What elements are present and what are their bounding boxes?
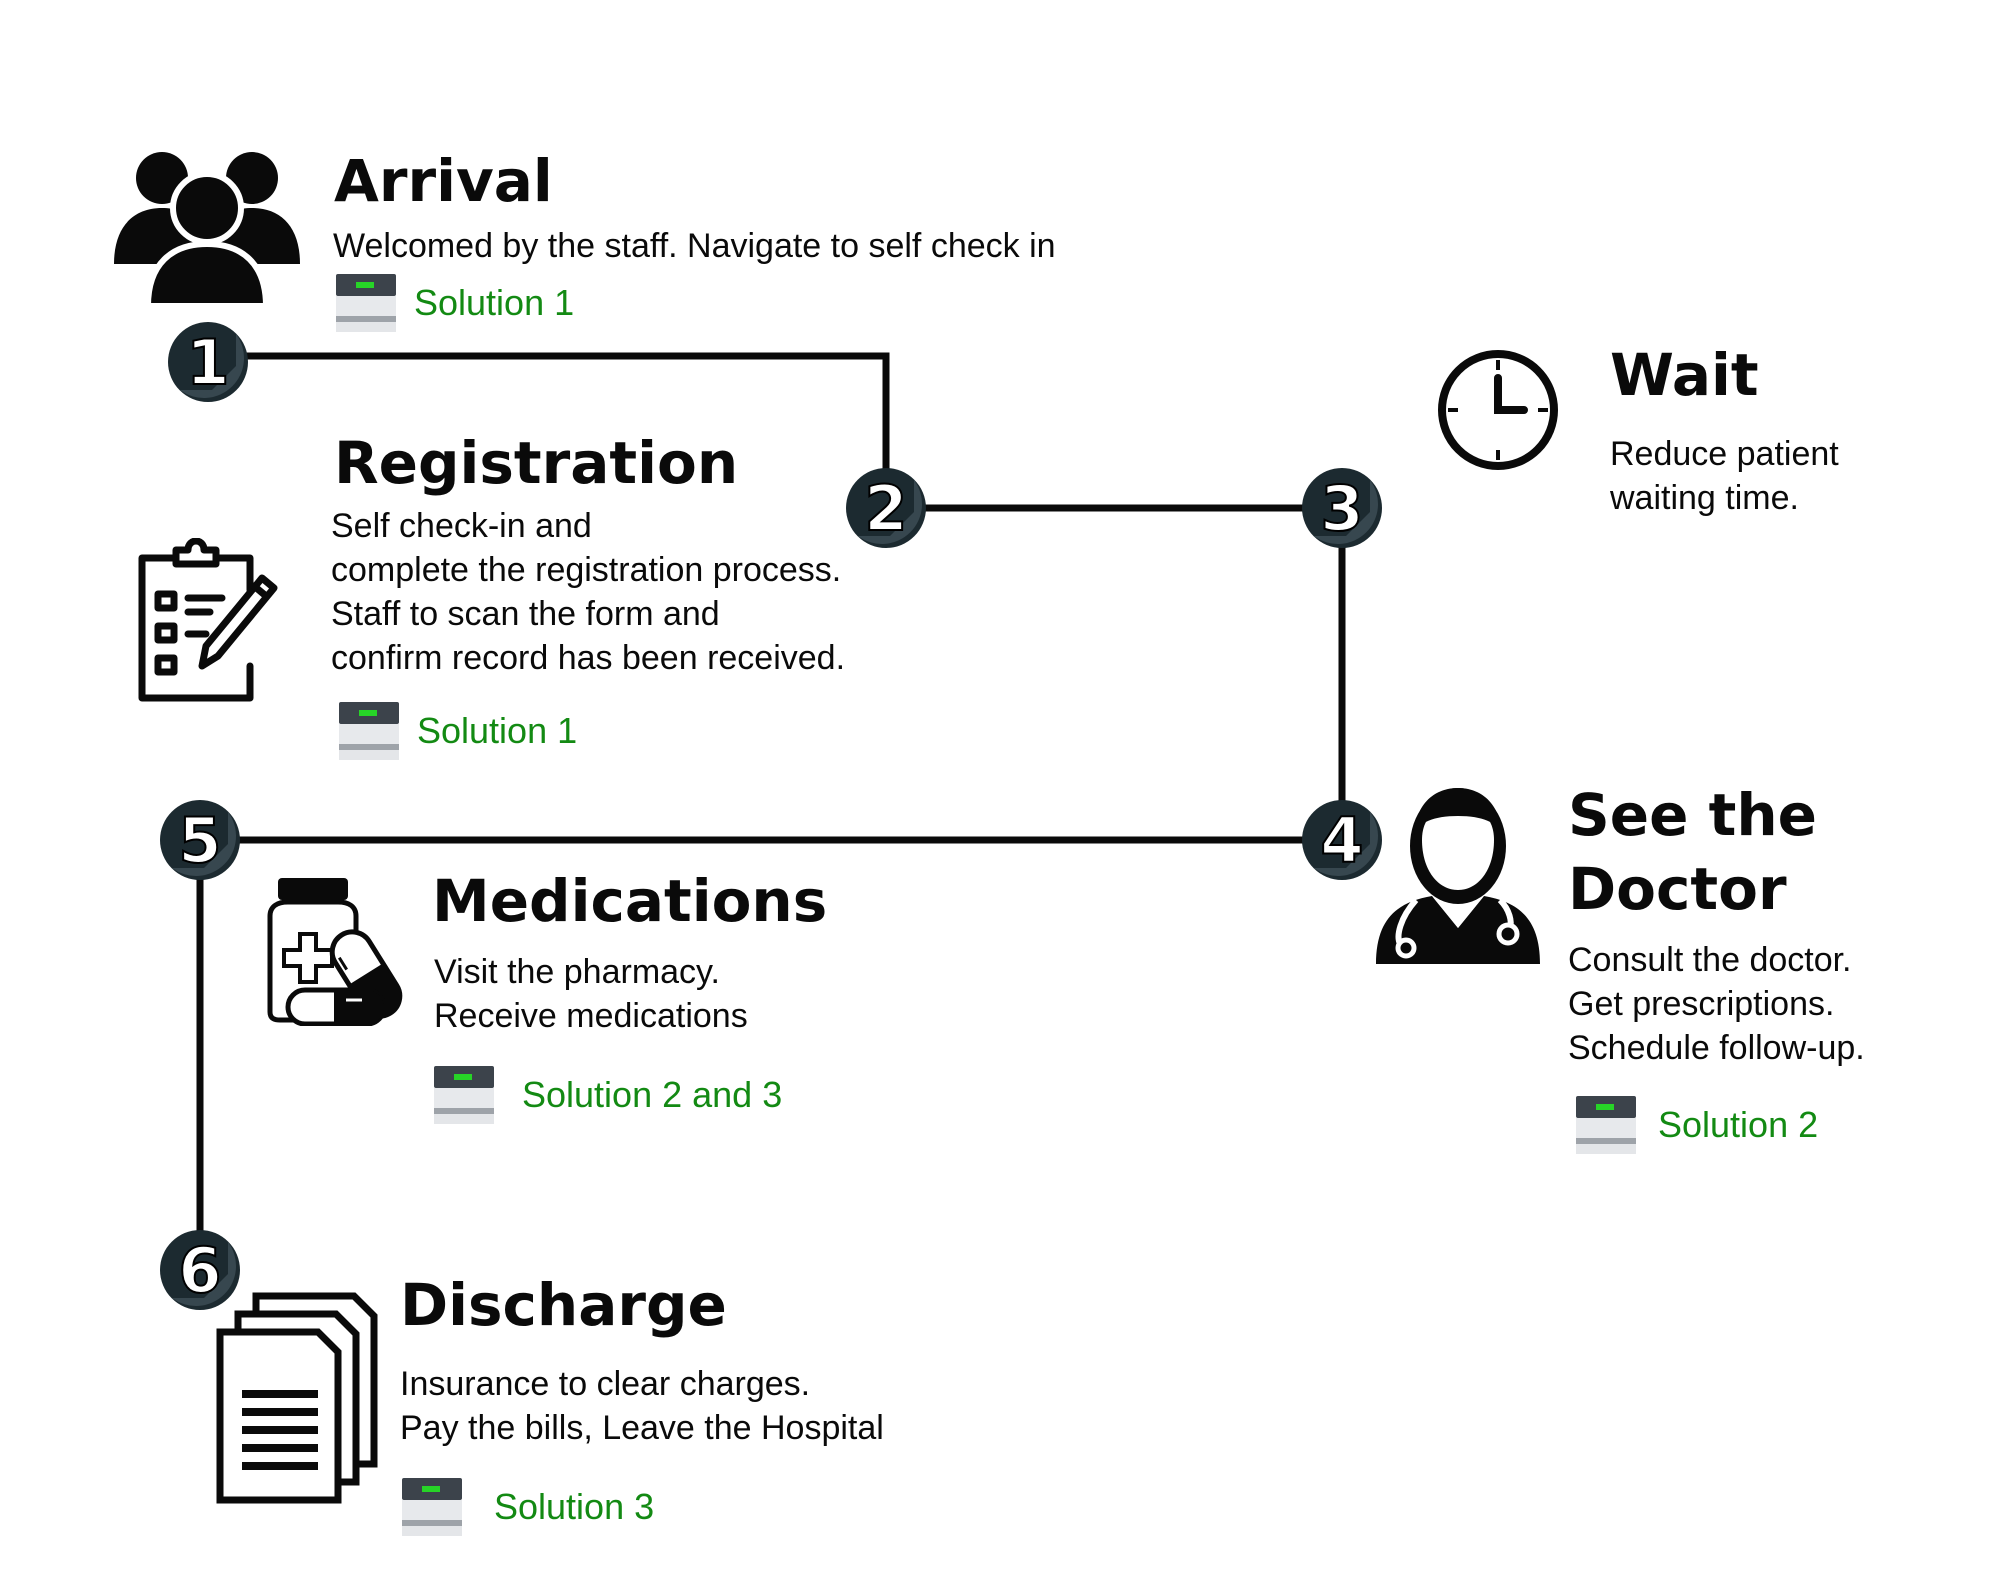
step-6-description-line: Pay the bills, Leave the Hospital bbox=[400, 1409, 884, 1447]
step-5-solution-link[interactable]: Solution 2 and 3 bbox=[432, 1064, 782, 1126]
step-1-badge: 1 bbox=[168, 322, 248, 402]
step-5-solution-label: Solution 2 and 3 bbox=[522, 1074, 783, 1115]
step-2-description-line: Staff to scan the form and bbox=[331, 595, 720, 633]
step-number-label: 5 bbox=[178, 804, 221, 877]
scanner-tray-icon bbox=[402, 1478, 462, 1536]
step-5-badge: 5 bbox=[160, 800, 240, 880]
step-3-description-line: waiting time. bbox=[1610, 479, 1799, 517]
step-3-description-line: Reduce patient bbox=[1610, 435, 1839, 473]
step-6-description: Insurance to clear charges. Pay the bill… bbox=[400, 1362, 884, 1450]
step-number-label: 2 bbox=[864, 472, 907, 545]
clipboard-checklist-icon bbox=[138, 538, 278, 702]
step-1-description-line: Welcomed by the staff. Navigate to self … bbox=[333, 227, 1056, 265]
document-stack-icon bbox=[216, 1292, 378, 1504]
step-1-solution-link[interactable]: Solution 1 bbox=[334, 272, 574, 334]
step-badge-shadow bbox=[180, 334, 244, 398]
step-number-label: 3 bbox=[1320, 472, 1363, 545]
step-2-badge: 2 bbox=[846, 468, 926, 548]
step-4-description-line: Schedule follow-up. bbox=[1568, 1029, 1865, 1067]
step-2-description: Self check-in and complete the registrat… bbox=[331, 504, 845, 680]
step-badge-shadow bbox=[1314, 480, 1378, 544]
step-4-badge: 4 bbox=[1302, 800, 1382, 880]
step-3-badge: 3 bbox=[1302, 468, 1382, 548]
step-number-label: 4 bbox=[1320, 804, 1363, 877]
step-number-label: 6 bbox=[178, 1234, 221, 1307]
step-2-description-line: confirm record has been received. bbox=[331, 639, 846, 677]
step-2-title: Registration bbox=[334, 429, 739, 497]
doctor-icon bbox=[1376, 788, 1540, 964]
step-4-solution-link[interactable]: Solution 2 bbox=[1574, 1094, 1818, 1156]
medicine-bottle-pills-icon bbox=[267, 878, 403, 1026]
step-1-description: Welcomed by the staff. Navigate to self … bbox=[333, 224, 1056, 268]
step-3-description: Reduce patient waiting time. bbox=[1610, 432, 1839, 520]
step-1-title: Arrival bbox=[334, 147, 553, 215]
step-5-description-line: Visit the pharmacy. bbox=[434, 953, 720, 991]
step-4-description-line: Consult the doctor. bbox=[1568, 941, 1852, 979]
step-1-solution-label: Solution 1 bbox=[414, 282, 575, 323]
scanner-tray-icon bbox=[1576, 1096, 1636, 1154]
step-badge-shadow bbox=[1314, 812, 1378, 876]
scanner-tray-icon bbox=[336, 274, 396, 332]
step-6-solution-link[interactable]: Solution 3 bbox=[400, 1476, 654, 1538]
step-badge-shadow bbox=[172, 1242, 236, 1306]
step-number-label: 1 bbox=[186, 326, 229, 399]
step-2-description-line: complete the registration process. bbox=[331, 551, 842, 589]
step-4-description-line: Get prescriptions. bbox=[1568, 985, 1835, 1023]
step-2-solution-link[interactable]: Solution 1 bbox=[337, 700, 577, 762]
step-4-title-line: See the bbox=[1568, 781, 1817, 849]
step-4-description: Consult the doctor. Get prescriptions. S… bbox=[1568, 938, 1865, 1070]
step-badge-shadow bbox=[858, 480, 923, 544]
step-5-description-line: Receive medications bbox=[434, 997, 748, 1035]
step-6-badge: 6 bbox=[160, 1230, 240, 1310]
step-badge-shadow bbox=[172, 812, 236, 876]
step-6-description-line: Insurance to clear charges. bbox=[400, 1365, 811, 1403]
step-5-description: Visit the pharmacy. Receive medications bbox=[434, 950, 748, 1038]
scanner-tray-icon bbox=[339, 702, 399, 760]
step-6-solution-label: Solution 3 bbox=[494, 1486, 655, 1527]
people-group-icon bbox=[114, 152, 300, 306]
step-4-title: See the Doctor bbox=[1568, 778, 1817, 926]
step-4-solution-label: Solution 2 bbox=[1658, 1104, 1819, 1145]
step-2-description-line: Self check-in and bbox=[331, 507, 592, 545]
clock-icon bbox=[1438, 350, 1558, 470]
step-5-title: Medications bbox=[432, 867, 828, 935]
step-3-title: Wait bbox=[1610, 341, 1759, 409]
step-4-title-line: Doctor bbox=[1568, 855, 1787, 923]
step-2-solution-label: Solution 1 bbox=[417, 710, 578, 751]
step-6-title: Discharge bbox=[400, 1271, 727, 1339]
scanner-tray-icon bbox=[434, 1066, 494, 1124]
